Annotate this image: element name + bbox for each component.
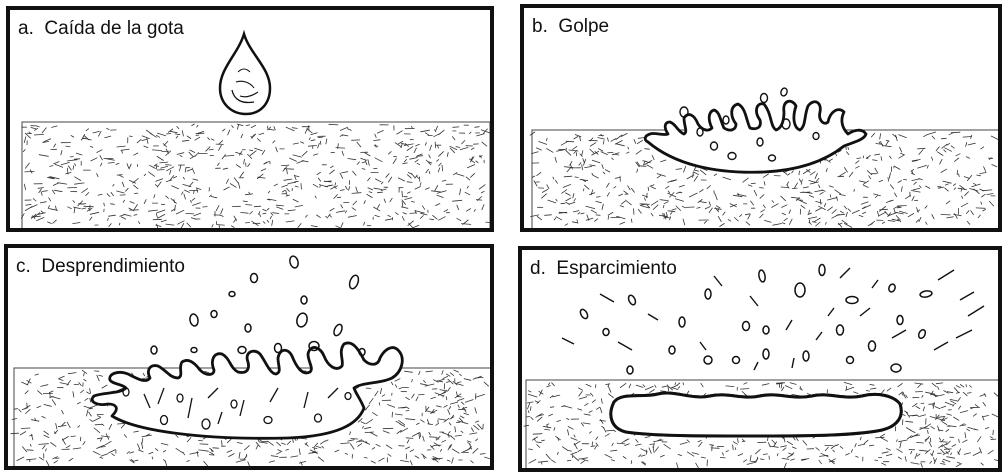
panel-detachment: c. Desprendimiento	[4, 244, 494, 470]
drop-fall-illustration	[10, 10, 490, 228]
panel-b-letter: b.	[532, 16, 548, 37]
spread-puddle	[610, 388, 904, 436]
panel-d-title: Esparcimiento	[556, 258, 676, 279]
panel-spreading: d. Esparcimiento	[518, 246, 1002, 472]
panel-a-letter: a.	[18, 18, 34, 39]
panel-d-label: d. Esparcimiento	[530, 258, 677, 280]
panel-b-label: b. Golpe	[532, 16, 609, 38]
impact-illustration	[524, 8, 998, 228]
panel-a-title: Caída de la gota	[44, 18, 183, 39]
panel-c-letter: c.	[16, 256, 31, 277]
panel-d-letter: d.	[530, 258, 546, 279]
splash-streaks	[562, 268, 984, 370]
panel-a-label: a. Caída de la gota	[18, 18, 184, 40]
scattered-droplets	[579, 265, 933, 375]
panel-b-title: Golpe	[558, 16, 609, 37]
water-drop	[220, 34, 270, 114]
panel-c-label: c. Desprendimiento	[16, 256, 185, 278]
detachment-illustration	[8, 248, 490, 466]
panel-c-title: Desprendimiento	[41, 256, 185, 277]
panel-drop-fall: a. Caída de la gota	[6, 6, 494, 232]
panel-impact: b. Golpe	[520, 4, 1002, 232]
spreading-illustration	[522, 250, 998, 468]
